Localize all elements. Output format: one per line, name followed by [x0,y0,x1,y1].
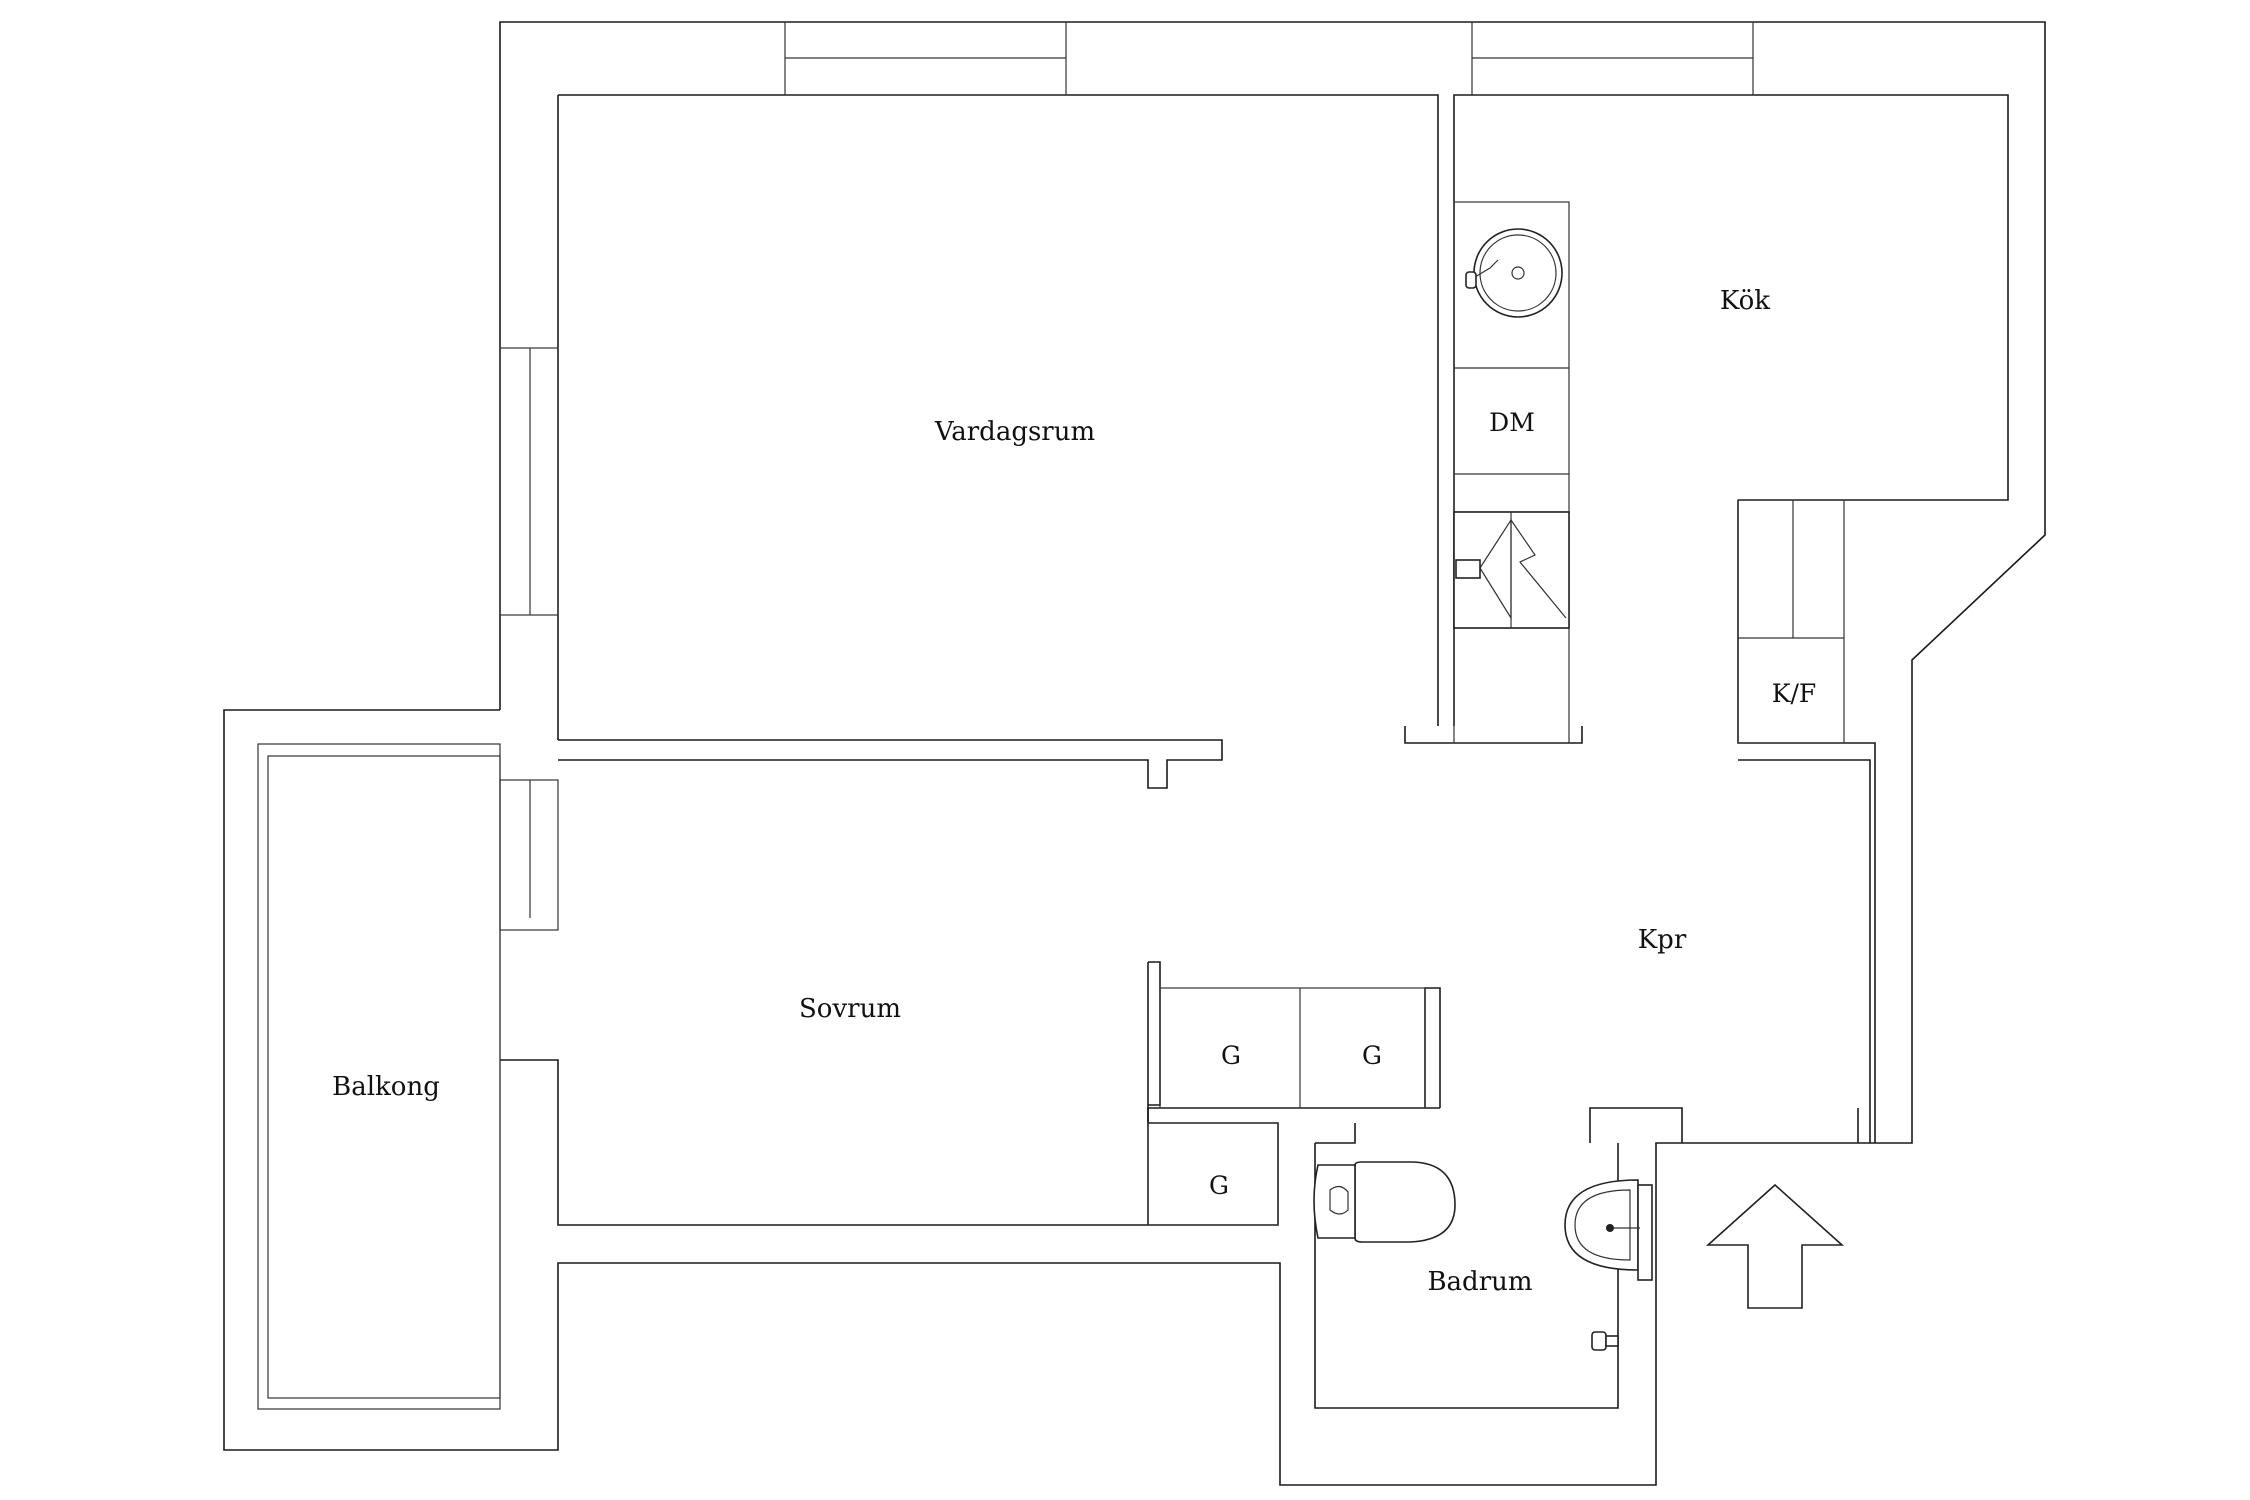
kitchen-sink-icon [1465,228,1563,318]
room-label-balkong: Balkong [332,1072,440,1102]
balcony [223,709,501,1451]
wardrobe-label: G [1362,1041,1382,1070]
shower-icon [1591,1331,1619,1351]
room-label-vardagsrum: Vardagsrum [934,417,1095,447]
bathroom-sink-icon [1564,1179,1653,1281]
wardrobe-label: G [1209,1171,1229,1200]
wardrobes [1147,987,1426,1226]
wardrobe-label: G [1221,1041,1241,1070]
entrance-arrow-icon [1705,1183,1845,1309]
dishwasher-label: DM [1489,408,1535,437]
outer-walls [499,21,2046,1486]
room-label-badrum: Badrum [1427,1267,1532,1297]
room-label-kok: Kök [1720,286,1770,316]
fridge-column [1737,499,1845,744]
toilet-icon [1313,1161,1456,1243]
room-label-kpr: Kpr [1638,925,1687,955]
room-label-sovrum: Sovrum [799,994,901,1024]
fridge-freezer-label: K/F [1772,679,1816,708]
stove-icon [1453,511,1570,629]
